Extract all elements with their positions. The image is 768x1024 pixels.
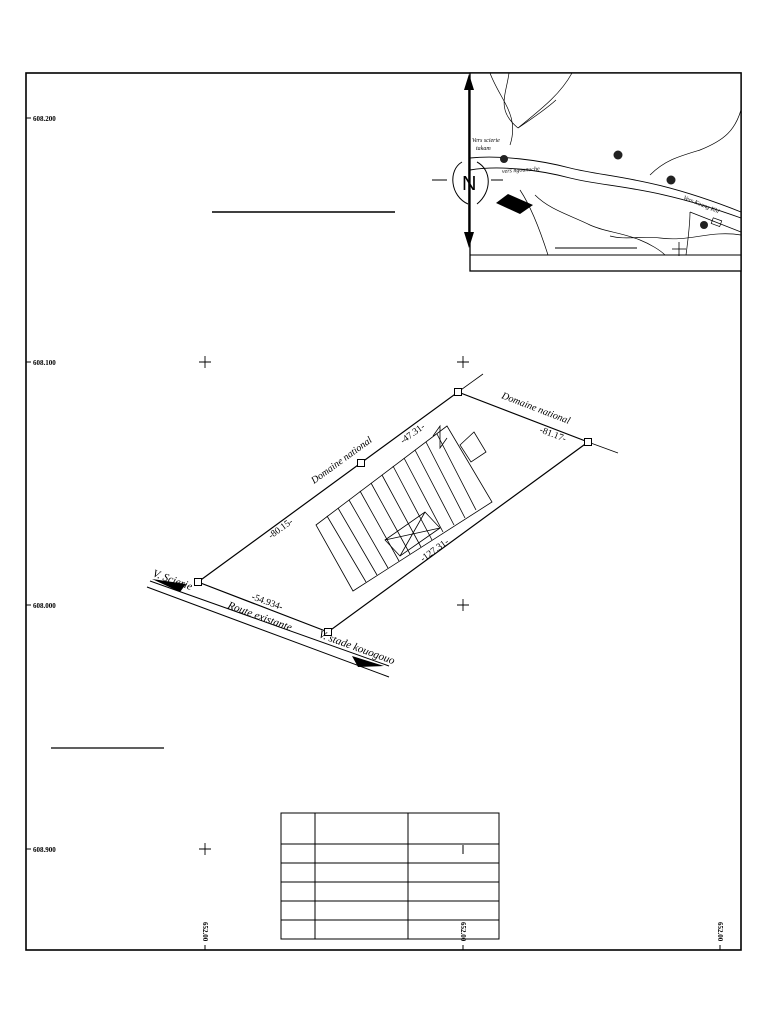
building xyxy=(315,424,493,592)
road-arrow-left xyxy=(152,579,186,592)
north-compass-arc xyxy=(452,161,469,205)
locality-dot xyxy=(500,155,508,163)
survey-marker xyxy=(357,459,365,467)
locality-dot xyxy=(666,175,676,185)
label-scierie-line2: takam xyxy=(476,146,491,152)
stream-line xyxy=(649,109,742,176)
boundary-extension xyxy=(587,441,619,454)
north-arrow-head xyxy=(464,74,474,90)
grid-cross xyxy=(199,843,211,855)
stream-line xyxy=(517,99,557,129)
grid-ticks xyxy=(26,117,721,950)
coordinates-table xyxy=(280,812,500,940)
north-compass-arc xyxy=(476,161,489,205)
road xyxy=(146,579,390,678)
survey-marker xyxy=(324,628,332,636)
grid-cross xyxy=(199,356,211,368)
locality-dot xyxy=(613,150,623,160)
location-map-inset: Vers scierie takam vers ngounuche Vers K… xyxy=(469,72,742,272)
stream-line xyxy=(534,194,666,256)
building-entrance-cross xyxy=(384,511,441,557)
building-symbol xyxy=(432,424,448,450)
building-stripes xyxy=(326,433,477,583)
road-edge xyxy=(149,580,390,667)
grid-label-easting: 652.00 xyxy=(201,922,209,942)
drawing-frame xyxy=(25,72,742,951)
stream-line xyxy=(689,211,742,233)
main-road xyxy=(469,167,742,219)
table-frame xyxy=(280,812,500,940)
building-outline xyxy=(315,425,493,592)
north-arrow-tail xyxy=(464,232,474,248)
north-letter: N xyxy=(462,173,476,195)
grid-crosses xyxy=(199,356,469,855)
survey-marker xyxy=(194,578,202,586)
label-scierie: Vers scierie xyxy=(472,138,500,144)
road-edge xyxy=(146,586,390,678)
dimension-label: -127.31- xyxy=(419,537,451,564)
inset-frame xyxy=(469,72,742,272)
grid-label-northing: 608.100 xyxy=(33,359,56,367)
stream-line xyxy=(685,211,691,256)
dimension-label: -47.31- xyxy=(399,422,427,446)
stream-line xyxy=(609,233,742,240)
stream-line xyxy=(519,189,549,256)
parcel xyxy=(194,373,619,636)
survey-marker xyxy=(454,388,462,396)
stream-line xyxy=(489,72,514,146)
building-annex xyxy=(459,431,487,463)
locality-dot xyxy=(700,221,708,229)
grid-label-northing: 608.000 xyxy=(33,602,56,610)
grid-label-northing: 608.900 xyxy=(33,846,56,854)
grid-label-easting: 652.00 xyxy=(459,922,467,942)
boundary-extension xyxy=(457,373,484,393)
grid-cross xyxy=(457,356,469,368)
inset-small-rect xyxy=(710,217,723,227)
grid-label-northing: 608.200 xyxy=(33,115,56,123)
stream-line xyxy=(517,72,573,129)
label-ngounuche: vers ngounuche xyxy=(502,166,540,175)
grid-label-easting: 652.00 xyxy=(716,922,724,942)
survey-marker xyxy=(584,438,592,446)
grid-cross xyxy=(457,599,469,611)
road-arrow-right xyxy=(352,656,384,667)
north-arrow: N xyxy=(432,74,503,248)
site-location-marker xyxy=(496,194,533,214)
